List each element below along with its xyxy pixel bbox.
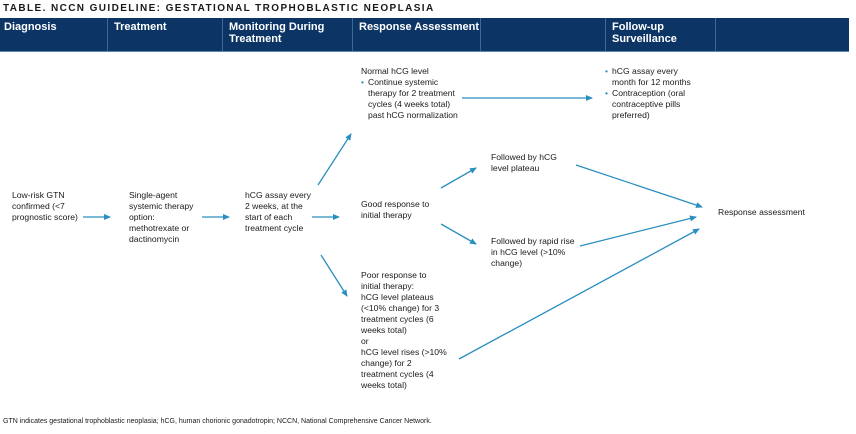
column-header-blank-1 [480,18,605,51]
follow-up-bullet-contraception: Contraception (oral contraceptive pills … [605,88,695,121]
arrow-rapid-to-assessment [579,215,697,247]
column-header-diagnosis: Diagnosis [4,21,57,33]
arrow-monitoring-to-poor [320,254,348,297]
poor-response-plateau: hCG level plateaus (<10% change) for 3 t… [361,292,440,335]
node-follow-up: hCG assay every month for 12 months Cont… [605,66,695,121]
table-title: TABLE. NCCN GUIDELINE: GESTATIONAL TROPH… [3,3,435,14]
column-header-follow-up: Follow-up Surveillance [605,18,715,51]
normal-hcg-heading: Normal hCG level [361,66,429,76]
node-poor-response: Poor response to initial therapy: hCG le… [361,270,447,391]
node-good-response: Good response to initial therapy [361,199,430,220]
column-header-response-assessment: Response Assessment [352,18,480,51]
node-monitoring: hCG assay every 2 weeks, at the start of… [245,190,311,233]
poor-response-heading: Poor response to initial therapy: [361,270,427,291]
poor-response-or: or [361,336,369,346]
arrow-good-to-plateau [440,167,477,189]
footnote: GTN indicates gestational trophoblastic … [3,418,432,425]
column-header-blank-2 [715,18,849,51]
node-response-assessment: Response assessment [718,207,805,217]
node-normal-hcg: Normal hCG level Continue systemic thera… [361,66,461,121]
column-header-treatment: Treatment [107,18,222,51]
arrow-poor-to-assessment [458,228,700,360]
arrow-monitoring-to-normal [317,133,352,186]
normal-hcg-bullet: Continue systemic therapy for 2 treatmen… [361,77,461,121]
arrow-plateau-to-assessment [575,164,703,208]
node-rapid-rise: Followed by rapid rise in hCG level (>10… [491,236,575,268]
node-plateau: Followed by hCG level plateau [491,152,557,173]
poor-response-rise: hCG level rises (>10% change) for 2 trea… [361,347,447,390]
arrow-good-to-rapid [440,223,477,245]
follow-up-bullet-hcg-assay: hCG assay every month for 12 months [605,66,695,88]
node-treatment: Single-agent systemic therapy option: me… [129,190,194,244]
node-diagnosis: Low-risk GTN confirmed (<7 prognostic sc… [12,190,78,222]
column-header-bar: Diagnosis Treatment Monitoring During Tr… [0,18,849,52]
column-header-monitoring: Monitoring During Treatment [222,18,352,51]
